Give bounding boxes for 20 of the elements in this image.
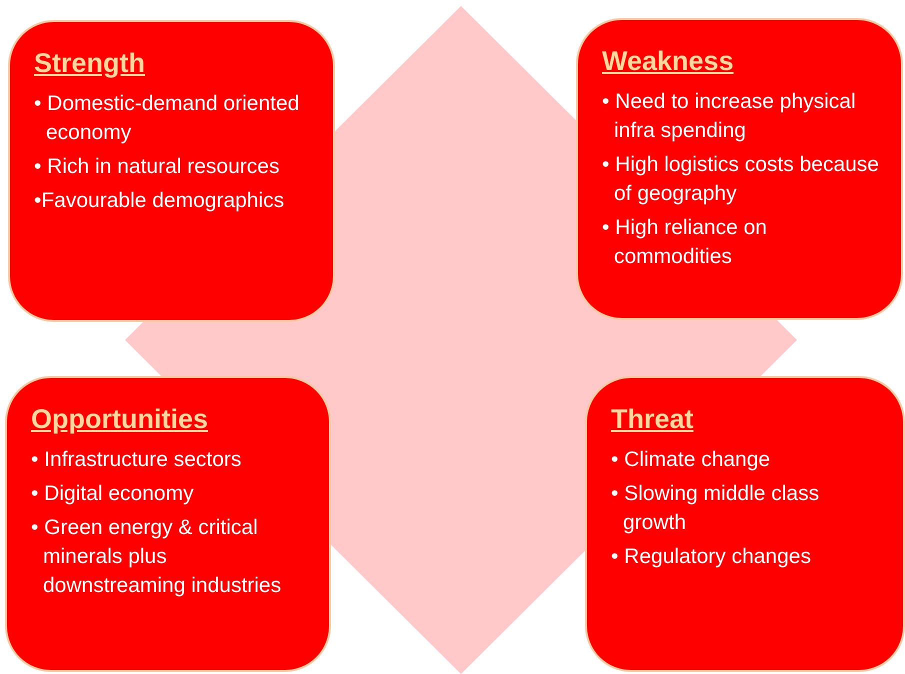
bullet-point: • High reliance on commodities bbox=[602, 215, 768, 270]
swot-card bbox=[585, 376, 905, 672]
bullet-point: • Regulatory changes bbox=[611, 544, 812, 570]
card-heading: Strength bbox=[34, 48, 145, 79]
bullet-point: • Slowing middle class growth bbox=[611, 481, 820, 536]
card-heading: Opportunities bbox=[31, 404, 208, 435]
bullet-point: • Rich in natural resources bbox=[34, 154, 280, 180]
swot-card bbox=[5, 376, 331, 672]
bullet-point: • Digital economy bbox=[31, 481, 195, 507]
bullet-point: • High logistics costs because of geography bbox=[602, 152, 880, 207]
bullet-point: • Infrastructure sectors bbox=[31, 447, 242, 473]
bullet-point: • Green energy & critical minerals plus downstreaming industries bbox=[31, 515, 282, 599]
card-heading: Weakness bbox=[602, 46, 734, 77]
bullet-point: • Domestic-demand oriented economy bbox=[34, 91, 300, 146]
bullet-point: • Climate change bbox=[611, 447, 772, 473]
swot-card bbox=[576, 18, 903, 320]
bullet-point: •Favourable demographics bbox=[34, 188, 286, 214]
card-heading: Threat bbox=[611, 404, 694, 435]
bullet-point: • Need to increase physical infra spending bbox=[602, 89, 857, 144]
swot-card bbox=[8, 20, 335, 322]
